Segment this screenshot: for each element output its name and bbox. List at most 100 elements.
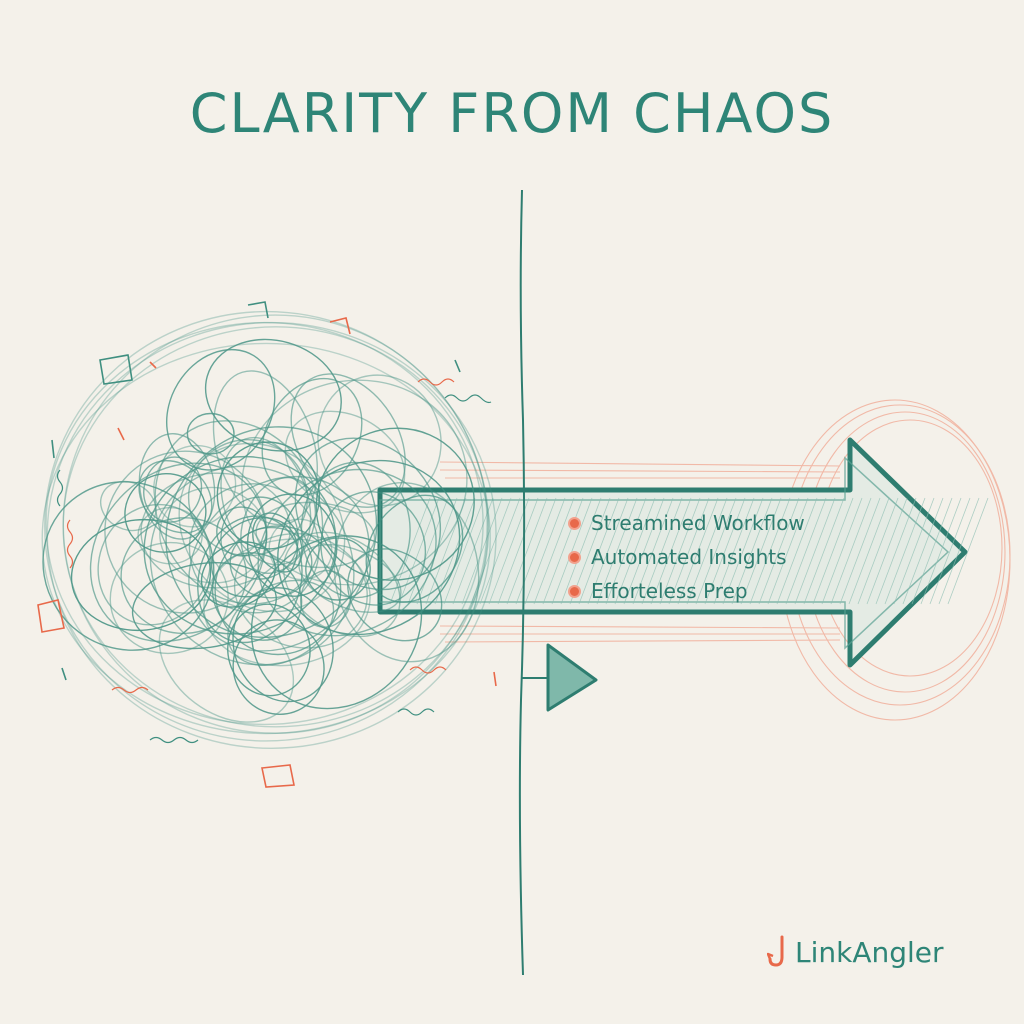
scribble-loop [204, 338, 342, 452]
benefit-label: Automated Insights [591, 545, 787, 569]
scribble-loop [317, 374, 442, 507]
chaos-scribble [41, 310, 497, 749]
hatch-line [884, 497, 926, 605]
benefit-label: Streamined Workflow [591, 511, 805, 535]
hatch-line [533, 497, 575, 605]
scribble-loop [277, 459, 461, 636]
scribble-loop [143, 456, 203, 523]
scribble-outer-loop [62, 314, 488, 734]
scribble-loop [282, 531, 401, 638]
scribble-loop [220, 436, 312, 566]
hatch-line [794, 497, 836, 605]
scribble-loop [140, 472, 291, 589]
scribble-loop [42, 481, 215, 651]
hatch-line [866, 497, 908, 605]
hatch-line [578, 497, 620, 605]
brand-name: LinkAngler [795, 935, 944, 969]
scribble-loop [165, 426, 378, 639]
hatch-line [479, 497, 521, 605]
hatch-line [938, 497, 980, 605]
big-arrow [377, 437, 968, 668]
hatch-line [614, 497, 656, 605]
hatch-line [713, 497, 755, 605]
scribble-loop [154, 420, 324, 605]
scribble-loop [268, 518, 333, 581]
scribble-marks [56, 378, 492, 744]
scribble-loop [158, 599, 295, 723]
hatch-line [758, 497, 800, 605]
dot-bullet-icon [568, 550, 581, 564]
scribble-loop [229, 526, 313, 599]
hatch-line [623, 497, 665, 605]
scribble-outer-loop [46, 321, 497, 749]
scribble-loop [300, 461, 411, 599]
scribble-loop [298, 543, 402, 614]
scribble-loop [255, 501, 376, 569]
dot-bullet-icon [568, 584, 581, 598]
fish-hook-icon [767, 935, 784, 967]
hatch-line [443, 497, 485, 605]
brand-logo: LinkAngler [767, 935, 944, 969]
hatch-line [911, 497, 953, 605]
divider-line [518, 189, 526, 976]
hatch-line [785, 497, 827, 605]
hatch-line [497, 497, 539, 605]
hatch-line [668, 497, 710, 605]
hatch-line [389, 497, 431, 605]
small-arrow [522, 643, 598, 712]
scribble-loop [212, 370, 318, 526]
scribble-outer-loop [62, 326, 490, 728]
hatch-line [920, 497, 962, 605]
scribble-loop [261, 377, 363, 496]
hatch-line [641, 497, 683, 605]
scribble-loop [203, 538, 371, 667]
scribble-loop [186, 412, 235, 455]
scribble-loop [143, 455, 337, 635]
hatch-line [812, 497, 854, 605]
scribble-loop [124, 472, 207, 553]
scribble-loop [290, 373, 406, 508]
hatch-line [767, 497, 809, 605]
hatch-line [776, 497, 818, 605]
hatch-line [677, 497, 719, 605]
page-title: CLARITY FROM CHAOS [189, 82, 835, 145]
hatch-line [542, 497, 584, 605]
hatch-line [605, 497, 647, 605]
hatch-line [398, 497, 440, 605]
scribble-loop [138, 459, 213, 534]
hatch-line [632, 497, 674, 605]
scribble-loop [70, 518, 212, 632]
benefit-item: Automated Insights [568, 540, 805, 574]
scribble-loop [89, 462, 268, 643]
scribble-loop [294, 437, 442, 591]
scattered-fragments [37, 301, 497, 788]
benefit-list: Streamined Workflow Automated Insights E… [568, 506, 805, 608]
hatch-line [470, 497, 512, 605]
hatch-line [488, 497, 530, 605]
hatch-line [515, 497, 557, 605]
hatch-line [434, 497, 476, 605]
benefit-label: Efforteless Prep [591, 579, 748, 603]
benefit-item: Efforteless Prep [568, 574, 805, 608]
hatch-line [821, 497, 863, 605]
hatch-line [749, 497, 791, 605]
scribble-loop [178, 442, 346, 613]
hatch-line [902, 497, 944, 605]
hatch-line [452, 497, 494, 605]
hatch-line [830, 497, 872, 605]
arrow-hatching [389, 497, 989, 605]
hatch-line [803, 497, 845, 605]
hatch-line [848, 497, 890, 605]
hatch-line [659, 497, 701, 605]
scribble-loop [200, 541, 276, 608]
hatch-line [875, 497, 917, 605]
hatch-line [596, 497, 638, 605]
hatch-line [740, 497, 782, 605]
benefit-item: Streamined Workflow [568, 506, 805, 540]
dot-bullet-icon [568, 516, 581, 530]
scribble-loop [188, 475, 370, 652]
hatch-line [929, 497, 971, 605]
hatch-line [947, 497, 989, 605]
